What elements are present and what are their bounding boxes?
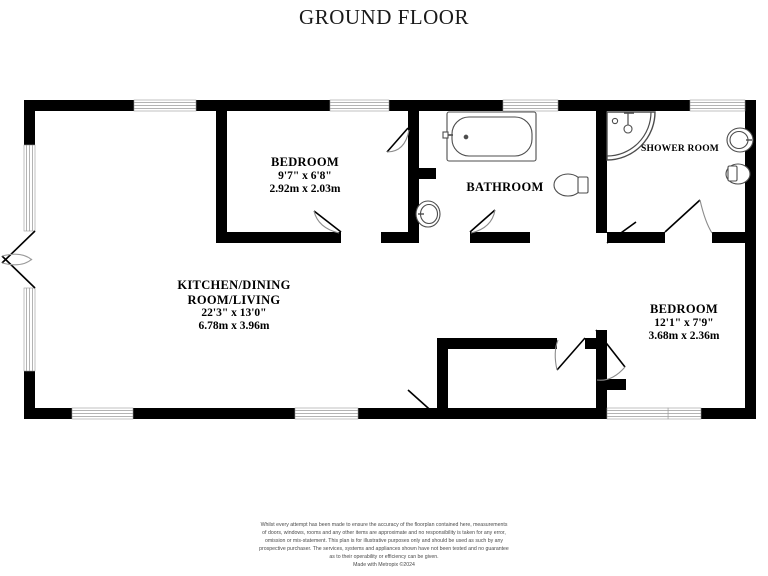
room-dim-metric: 3.68m x 2.36m: [648, 329, 720, 342]
room-label-bathroom: BATHROOM: [425, 180, 585, 195]
window-bottom-1: [71, 407, 134, 420]
room-name-line-2: ROOM/LIVING: [187, 292, 281, 307]
disclaimer-line-3: omission or mis-statement. This plan is …: [264, 537, 504, 544]
wall-bed2-left-upper: [596, 175, 607, 233]
window-top-1: [133, 99, 197, 112]
door-bathroom: [469, 209, 496, 234]
shower-washbasin-icon: [726, 127, 754, 153]
wall-shower-left: [596, 105, 607, 175]
wall-shower-bottom: [607, 232, 665, 243]
room-dim-imperial: 22'3" x 13'0": [201, 307, 267, 319]
wall-bottom-c: [358, 408, 668, 419]
disclaimer: Whilst every attempt has been made to en…: [0, 522, 768, 569]
wall-hall-left: [408, 105, 419, 173]
window-top-2: [329, 99, 390, 112]
shower-room-fixtures: [606, 111, 754, 185]
window-bottom-2: [294, 407, 359, 420]
door-shower-room: [664, 199, 713, 234]
door-bedroom-2-top: [606, 221, 637, 244]
wall-top-c: [389, 100, 503, 111]
room-name: BEDROOM: [649, 302, 719, 316]
room-dim-imperial: 12'1" x 7'9": [654, 316, 714, 329]
wall-bed1-bottom: [216, 232, 341, 243]
door-living-alcove: [407, 389, 438, 417]
wall-hall-bottom-stub: [408, 168, 436, 179]
wall-left-upper: [24, 100, 35, 145]
made-with-credit: Made with Metropix ©2024: [353, 561, 415, 568]
disclaimer-line-2: of doors, windows, rooms and any other i…: [262, 529, 506, 536]
window-top-3: [502, 99, 559, 112]
room-name: BEDROOM: [270, 155, 340, 169]
wall-alcove-right: [596, 338, 607, 416]
window-top-4: [689, 99, 746, 112]
french-doors-left: [1, 230, 36, 289]
door-bedroom-1: [313, 210, 342, 234]
bathroom-fixtures: [415, 111, 589, 228]
wall-bath-left: [408, 173, 419, 243]
window-left-lower: [23, 287, 36, 372]
wall-left-lower: [24, 371, 35, 419]
door-hall-bedroom-1: [386, 127, 410, 153]
wall-bed2-left-stub: [596, 379, 626, 390]
room-label-bedroom-1: BEDROOM 9'7" x 6'8" 2.92m x 2.03m: [222, 155, 388, 196]
room-label-bedroom-2: BEDROOM 12'1" x 7'9" 3.68m x 2.36m: [610, 302, 758, 343]
room-name-line-1: KITCHEN/DINING: [177, 278, 291, 292]
room-label-shower-room: SHOWER ROOM: [615, 144, 745, 155]
door-alcove: [554, 337, 586, 371]
wall-alcove-top-r: [585, 338, 607, 349]
room-name: BATHROOM: [466, 180, 544, 194]
wall-alcove-top: [437, 338, 557, 349]
washbasin-icon: [415, 200, 441, 228]
toilet-icon: [553, 173, 589, 197]
disclaimer-line-4: prospective purchaser. The services, sys…: [259, 545, 509, 552]
room-dim-metric: 2.92m x 2.03m: [269, 182, 341, 195]
floorplan-drawing: [1, 99, 756, 420]
wall-bed1-left: [216, 105, 227, 243]
room-label-kitchen-dining-living: KITCHEN/DINING ROOM/LIVING 22'3" x 13'0"…: [128, 278, 340, 334]
wall-bath-bottom-b: [470, 232, 530, 243]
room-dim-metric: 6.78m x 3.96m: [198, 320, 270, 333]
wall-top-b: [196, 100, 330, 111]
wall-bath-bottom-a: [381, 232, 419, 243]
exterior-walls: [24, 100, 756, 419]
wall-bottom-d: [701, 408, 756, 419]
quadrant-shower-icon: [606, 111, 656, 161]
disclaimer-line-5: as to their operability or efficiency ca…: [329, 553, 439, 560]
window-bottom-3: [667, 407, 702, 420]
door-bedroom-2-left: [595, 329, 626, 381]
window-left-upper: [23, 144, 36, 232]
interior-walls: [216, 105, 750, 416]
windows: [23, 99, 746, 420]
wall-right: [745, 100, 756, 419]
wall-top-a: [24, 100, 134, 111]
page-title: GROUND FLOOR: [299, 5, 469, 29]
disclaimer-line-1: Whilst every attempt has been made to en…: [260, 522, 508, 528]
wall-bottom-a: [24, 408, 72, 419]
wall-bottom-b: [133, 408, 295, 419]
room-name: SHOWER ROOM: [641, 144, 719, 154]
window-bottom-4: [606, 407, 669, 420]
wall-alcove-left: [437, 338, 448, 416]
wall-top-d: [558, 100, 690, 111]
room-dim-imperial: 9'7" x 6'8": [278, 169, 332, 182]
bathtub-icon: [442, 111, 537, 162]
shower-toilet-icon: [725, 163, 751, 185]
wall-shower-bottom-b: [712, 232, 750, 243]
door-swings: [313, 127, 713, 417]
